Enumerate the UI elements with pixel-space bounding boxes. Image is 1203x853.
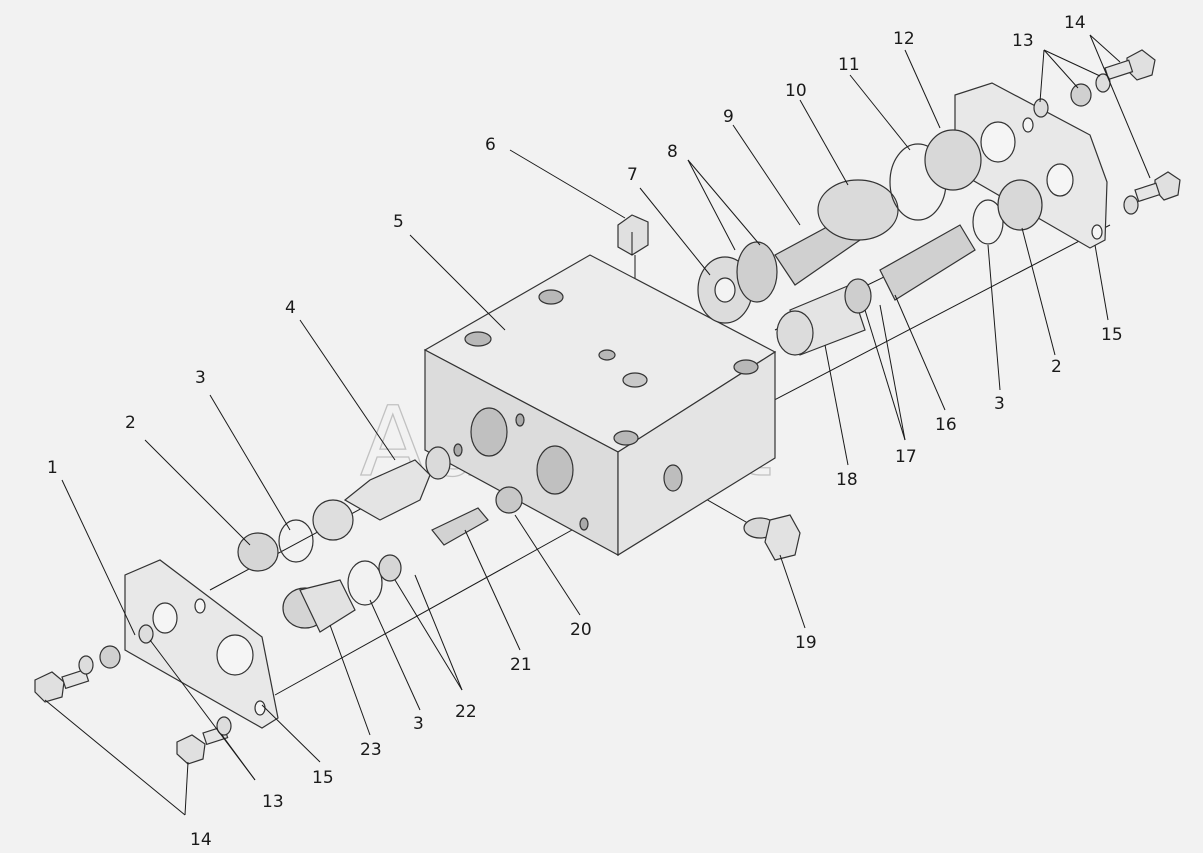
label-2-right: 2: [1051, 357, 1062, 377]
label-20: 20: [570, 620, 592, 640]
label-10: 10: [785, 81, 807, 101]
label-5: 5: [393, 212, 404, 232]
label-18: 18: [836, 470, 858, 490]
label-3-left: 3: [195, 368, 206, 388]
label-13-left: 13: [262, 792, 284, 812]
label-8: 8: [667, 142, 678, 162]
label-3-right: 3: [994, 394, 1005, 414]
label-19: 19: [795, 633, 817, 653]
label-2-left: 2: [125, 413, 136, 433]
label-22: 22: [455, 702, 477, 722]
label-17: 17: [895, 447, 917, 467]
label-23: 23: [360, 740, 382, 760]
label-6: 6: [485, 135, 496, 155]
right-cover-plate-15: [954, 82, 1108, 249]
label-16: 16: [935, 415, 957, 435]
label-14-left: 14: [190, 830, 212, 850]
right-parts-2-3: [972, 179, 1043, 245]
plug-19: [743, 514, 801, 561]
valve-body-block: [423, 254, 777, 557]
label-12: 12: [893, 29, 915, 49]
label-11: 11: [838, 55, 860, 75]
left-cover-plate-15: [124, 559, 279, 729]
label-15-left: 15: [312, 768, 334, 788]
label-13-right: 13: [1012, 31, 1034, 51]
label-21: 21: [510, 655, 532, 675]
leader-lines: [44, 34, 1151, 816]
label-14-right: 14: [1064, 13, 1086, 33]
label-3-bottom: 3: [413, 714, 424, 734]
right-parts-7-to-12: [697, 129, 982, 324]
label-15-right: 15: [1101, 325, 1123, 345]
left-washers-13: [78, 624, 232, 736]
callout-labels: 1 2 3 4 5 6 7 8 9 10 11 12 13 14 15 2 3 …: [47, 13, 1123, 850]
spring-21-and-ball-20: [431, 486, 523, 546]
label-1: 1: [47, 458, 58, 478]
right-washers-13: [1033, 73, 1139, 215]
label-7: 7: [627, 165, 638, 185]
right-parts-16-17-18: [776, 224, 976, 356]
right-bolts-14: [1104, 49, 1181, 203]
left-parts-3-22-23: [282, 554, 402, 633]
plug-6: [617, 214, 649, 256]
left-parts-2-3-4: [237, 446, 451, 572]
label-9: 9: [723, 107, 734, 127]
label-4: 4: [285, 298, 296, 318]
